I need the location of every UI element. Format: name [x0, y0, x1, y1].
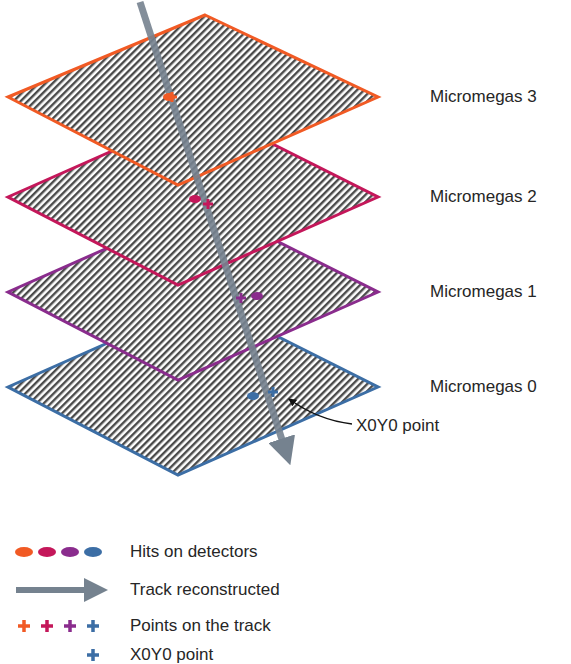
callout-leader [289, 399, 352, 424]
detector-plane [8, 15, 378, 475]
detector-label: Micromegas 0 [430, 377, 537, 397]
legend-text: Points on the track [130, 616, 271, 636]
detector-label: Micromegas 1 [430, 282, 537, 302]
callout-label: X0Y0 point [356, 416, 439, 436]
legend-samples [15, 547, 102, 661]
detector-label: Micromegas 2 [430, 187, 537, 207]
hits-and-points [163, 92, 278, 400]
legend-text: Track reconstructed [130, 580, 280, 600]
legend-text: Hits on detectors [130, 542, 258, 562]
reconstructed-track [140, 2, 286, 452]
detector-label: Micromegas 3 [430, 87, 537, 107]
legend-text: X0Y0 point [130, 645, 213, 664]
